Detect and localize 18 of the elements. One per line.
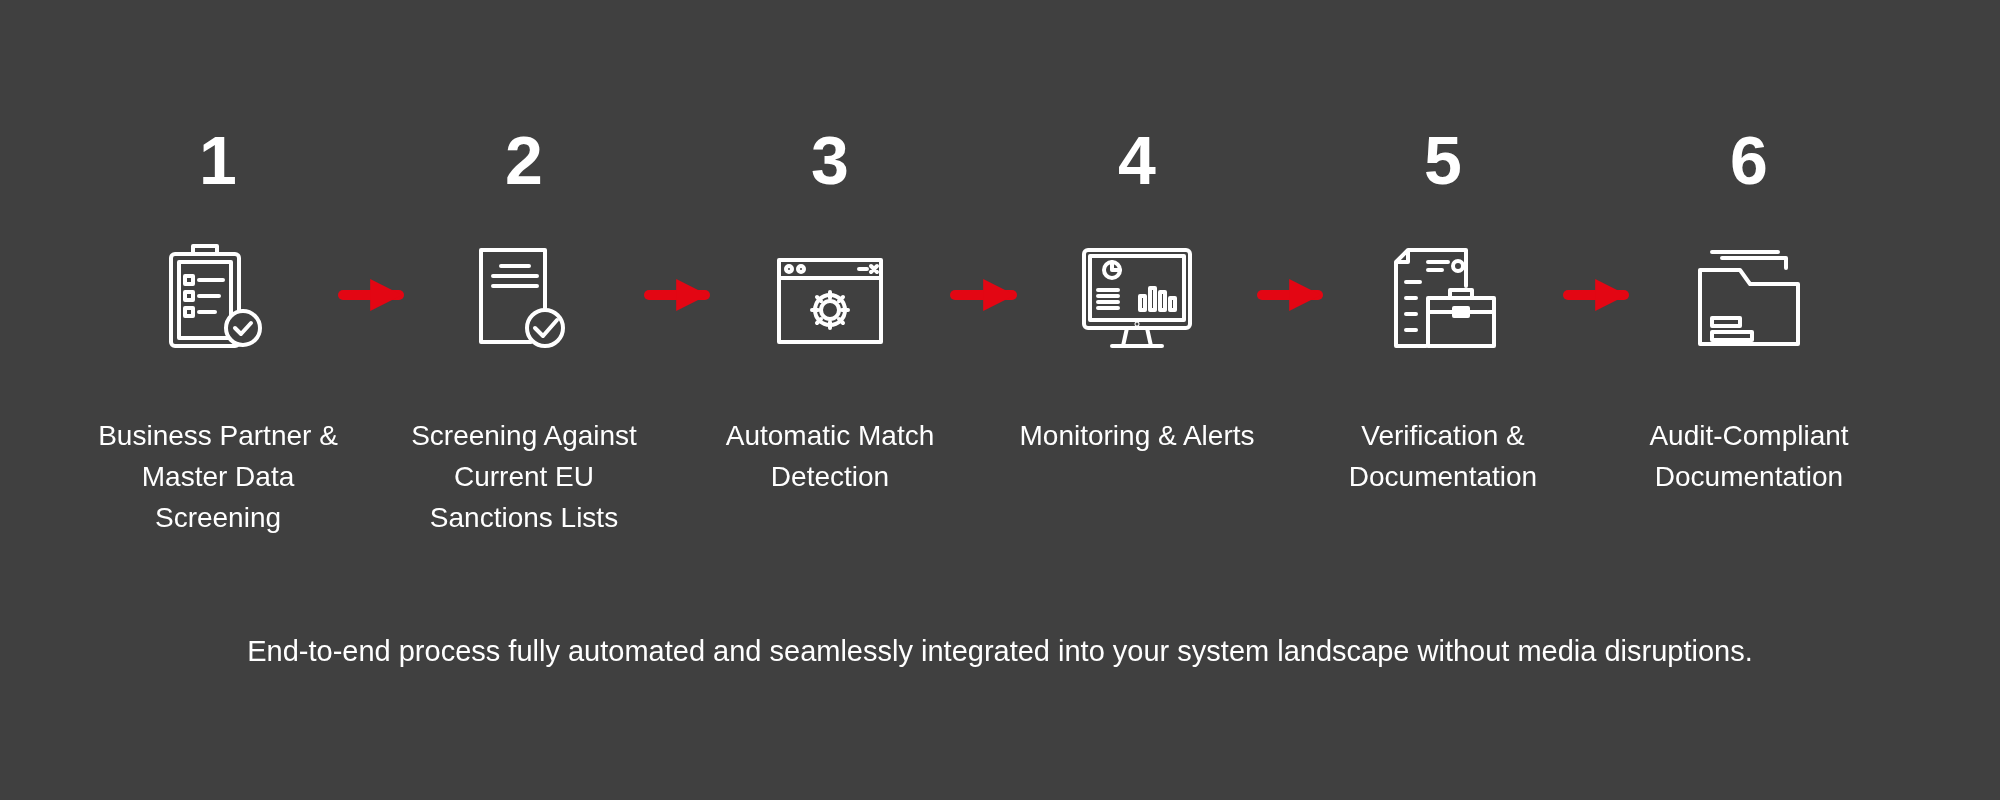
arrow: [1563, 279, 1629, 311]
step-number: 3: [811, 121, 849, 200]
caption: End-to-end process fully automated and seamlessly integrated into your system landscape without media disruptions.: [247, 635, 1753, 668]
arrow: [1257, 279, 1323, 311]
step-label: Audit-Compliant Documentation: [1648, 419, 1850, 494]
step-label: Business Partner & Master Data Screening: [97, 419, 339, 535]
step-number: 4: [1118, 121, 1156, 200]
step-label: Automatic Match Detection: [724, 419, 936, 494]
step-number: 1: [199, 121, 237, 200]
step-label: Screening Against Current EU Sanctions Lists: [410, 419, 638, 535]
arrow: [338, 279, 404, 311]
step-number: 5: [1424, 121, 1462, 200]
step-label: Verification & Documentation: [1347, 419, 1539, 494]
step-number: 2: [505, 121, 543, 200]
arrow: [950, 279, 1017, 311]
arrow: [644, 279, 710, 311]
step-number: 6: [1730, 121, 1768, 200]
step-label: Monitoring & Alerts: [1019, 419, 1255, 453]
